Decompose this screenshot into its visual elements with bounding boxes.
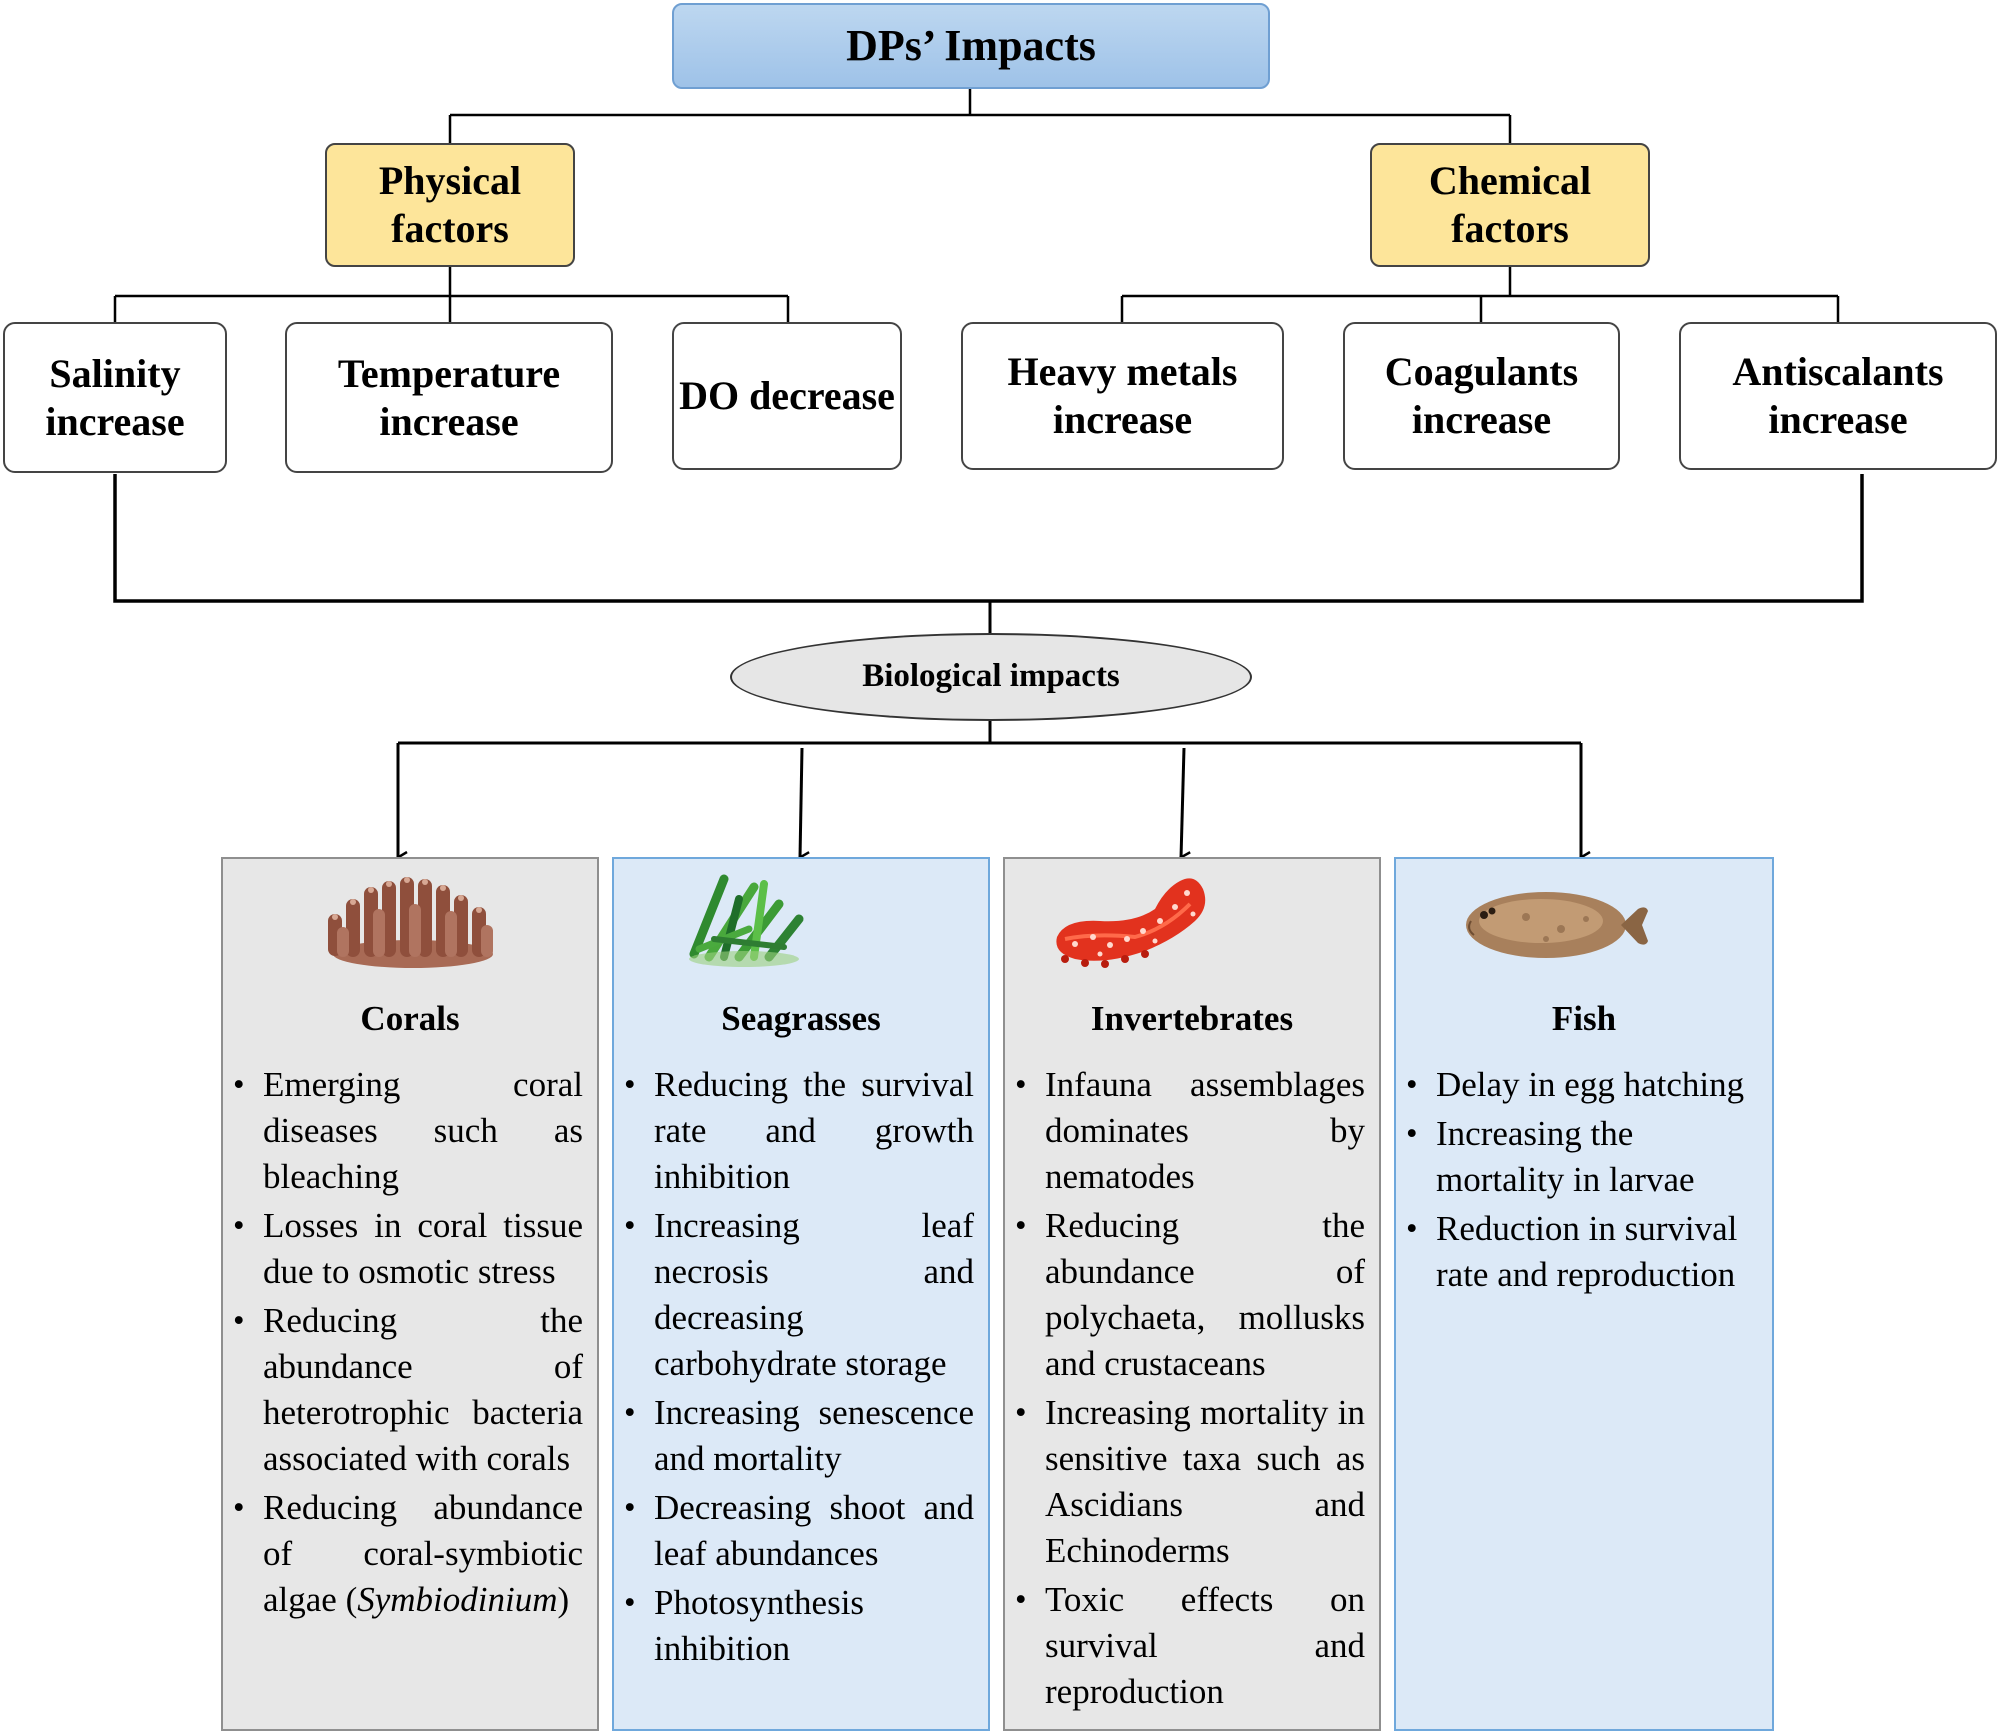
do-decrease-label: DO decrease [679,373,895,418]
biological-impacts-hub: Biological impacts [730,633,1252,721]
fish-bullets: Delay in egg hatching Increasing the mor… [1406,1062,1758,1301]
invertebrates-bullet-1: Infauna assemblages dominates by nematod… [1015,1062,1365,1200]
corals-bullet-1: Emerging coral diseases such as bleachin… [233,1062,583,1200]
seagrass-icon [689,874,804,967]
physical-factors-label: Physical factors [378,158,522,251]
physical-connector [113,266,790,322]
symbiodinium-italic: Symbiodinium [357,1580,558,1619]
sea-cucumber-icon [1056,878,1206,968]
diagram-title: DPs’ Impacts [672,3,1270,89]
fish-bullet-3: Reduction in survival rate and reproduct… [1406,1206,1758,1298]
seagrasses-bullets: Reducing the survival rate and growth in… [624,1062,974,1675]
diagram-title-label: DPs’ Impacts [846,20,1096,70]
biological-impacts-label: Biological impacts [862,658,1120,695]
antiscalants-increase-label: Antiscalants increase [1732,349,1944,442]
corals-bullet-3: Reducing the abundance of heterotrophic … [233,1298,583,1482]
heavy-metals-increase-label: Heavy metals increase [1007,349,1238,442]
chemical-connector [1120,266,1840,322]
invertebrates-bullet-4: Toxic effects on survival and reproducti… [1015,1577,1365,1715]
corals-bullet-4-text: Reducing abundance of coral-symbiotic al… [263,1488,583,1619]
invertebrates-bullet-2: Reducing the abundance of polychaeta, mo… [1015,1203,1365,1387]
seagrasses-bullet-4: Decreasing shoot and leaf abundances [624,1485,974,1577]
corals-bullet-2: Losses in coral tissue due to osmotic st… [233,1203,583,1295]
fish-bullet-1: Delay in egg hatching [1406,1062,1758,1108]
heavy-metals-increase-box: Heavy metals increase [961,322,1284,470]
temperature-increase-box: Temperature increase [285,322,613,473]
chemical-factors-label: Chemical factors [1428,158,1592,251]
seagrasses-bullet-2: Increasing leaf necrosis and decreasing … [624,1203,974,1387]
coagulants-increase-label: Coagulants increase [1384,349,1579,442]
seagrasses-panel: Seagrasses Reducing the survival rate an… [612,857,990,1731]
arrow-invertebrates [1181,747,1184,858]
invertebrates-title: Invertebrates [1090,999,1294,1038]
invertebrates-bullets: Infauna assemblages dominates by nematod… [1015,1062,1365,1718]
corals-bullet-4: Reducing abundance of coral-symbiotic al… [233,1485,583,1623]
invertebrates-bullet-3: Increasing mortality in sensitive taxa s… [1015,1390,1365,1574]
seagrasses-bullet-1: Reducing the survival rate and growth in… [624,1062,974,1200]
corals-bullets: Emerging coral diseases such as bleachin… [233,1062,583,1626]
aggregation-bracket [113,474,1864,603]
seagrasses-title: Seagrasses [721,999,881,1038]
salinity-increase-box: Salinity increase [3,322,227,473]
fish-title: Fish [1551,999,1617,1038]
salinity-increase-label: Salinity increase [45,350,185,444]
chemical-factors-box: Chemical factors [1370,143,1650,267]
corals-title: Corals [360,999,460,1038]
corals-panel: Corals Emerging coral diseases such as b… [221,857,599,1731]
corals-bullet-4-close: ) [557,1580,570,1619]
arrow-seagrasses [800,747,802,858]
antiscalants-increase-box: Antiscalants increase [1679,322,1997,470]
seagrasses-bullet-3: Increasing senescence and mortality [624,1390,974,1482]
flatfish-icon [1466,892,1648,958]
coagulants-increase-box: Coagulants increase [1343,322,1620,470]
fish-panel: Fish Delay in egg hatching Increasing th… [1394,857,1774,1731]
title-connector [448,88,1512,143]
coral-icon [328,877,493,968]
fish-bullet-2: Increasing the mortality in larvae [1406,1111,1758,1203]
temperature-increase-label: Temperature increase [337,350,561,444]
invertebrates-panel: Invertebrates Infauna assemblages domina… [1003,857,1381,1731]
seagrasses-bullet-5: Photosynthesis inhibition [624,1580,974,1672]
do-decrease-box: DO decrease [672,322,902,470]
physical-factors-box: Physical factors [325,143,575,267]
